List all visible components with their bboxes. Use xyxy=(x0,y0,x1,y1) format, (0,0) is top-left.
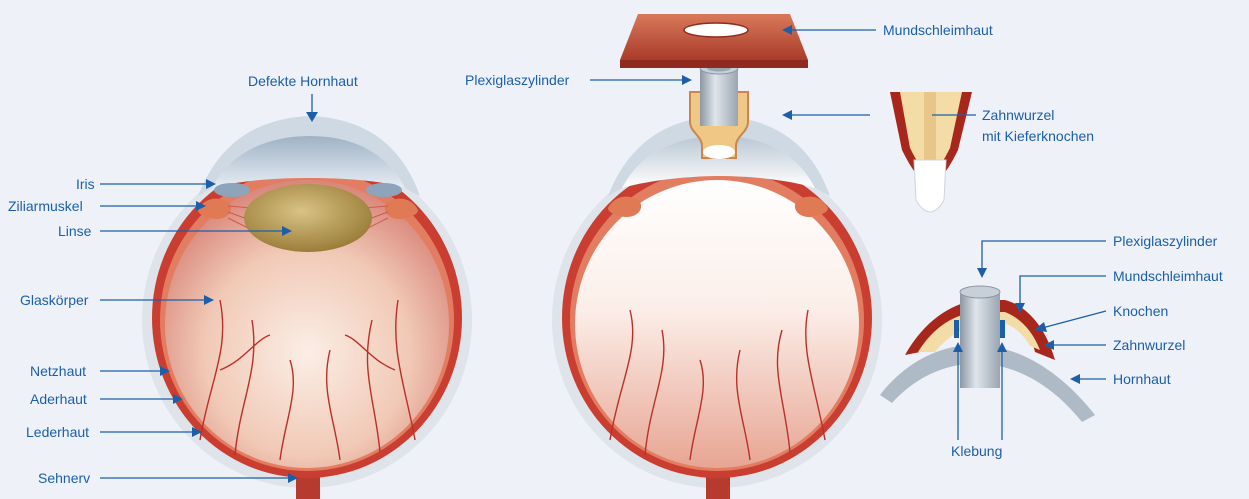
label-detail-zahnwurzel: Zahnwurzel xyxy=(1113,337,1185,353)
label-lederhaut: Lederhaut xyxy=(26,424,89,440)
left-iris-right xyxy=(366,183,402,197)
left-iris-left xyxy=(214,183,250,197)
label-ziliarmuskel: Ziliarmuskel xyxy=(8,198,83,214)
label-detail-mundschleimhaut: Mundschleimhaut xyxy=(1113,268,1223,284)
label-zahnwurzel-line1: Zahnwurzel xyxy=(982,107,1054,123)
label-detail-hornhaut: Hornhaut xyxy=(1113,371,1171,387)
label-aderhaut: Aderhaut xyxy=(30,391,87,407)
label-glaskoerper: Glaskörper xyxy=(20,292,89,308)
label-plexiglaszylinder: Plexiglaszylinder xyxy=(465,72,570,88)
label-sehnerv: Sehnerv xyxy=(38,470,90,486)
label-mundschleimhaut: Mundschleimhaut xyxy=(883,22,993,38)
label-iris: Iris xyxy=(76,176,95,192)
label-detail-plexiglaszylinder: Plexiglaszylinder xyxy=(1113,233,1218,249)
detail-cross-section xyxy=(880,286,1095,422)
label-linse: Linse xyxy=(58,223,92,239)
label-detail-knochen: Knochen xyxy=(1113,303,1168,319)
right-plexiglass-cylinder xyxy=(700,68,738,126)
label-detail-klebung: Klebung xyxy=(951,443,1002,459)
left-lens xyxy=(244,184,372,252)
right-eye xyxy=(552,62,882,499)
right-tooth-root-hole xyxy=(703,145,735,159)
label-defekte-hornhaut: Defekte Hornhaut xyxy=(248,73,358,89)
label-zahnwurzel-line2: mit Kieferknochen xyxy=(982,128,1094,144)
left-eye xyxy=(142,116,472,499)
right-vitreous-body xyxy=(575,180,859,468)
oral-mucosa-sheet xyxy=(620,14,808,68)
tooth-root-with-jaw xyxy=(890,92,972,212)
label-netzhaut: Netzhaut xyxy=(30,363,86,379)
